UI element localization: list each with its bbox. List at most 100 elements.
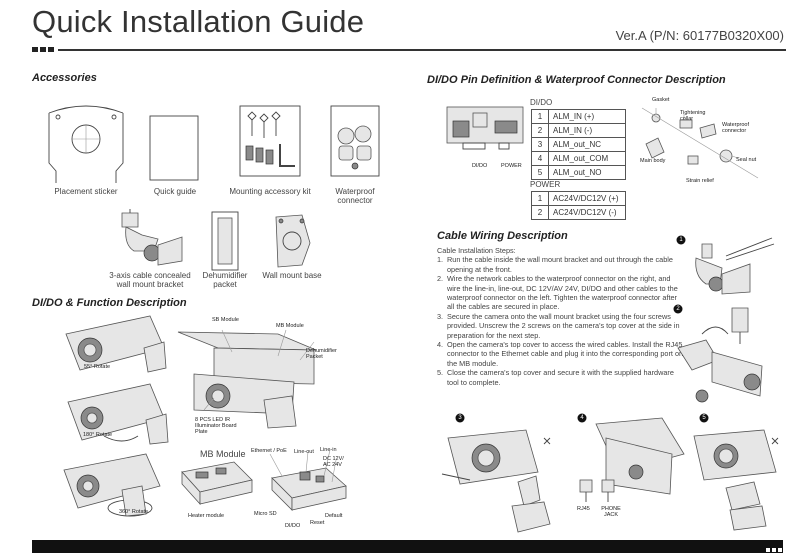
step1-illustration: [676, 235, 775, 295]
heater-module-label: Heater module: [188, 513, 225, 519]
mounting-kit-image: [239, 105, 301, 177]
camera-rotate-360-image: [63, 453, 161, 517]
accessories-title: Accessories: [32, 72, 97, 84]
sb-module-label: SB Module: [212, 317, 239, 323]
strain-relief-label: Strain relief: [686, 178, 714, 184]
step-text: Wire the network cables to the waterproo…: [447, 274, 678, 312]
power-table-header: POWER: [530, 180, 561, 189]
step-number: 3.: [437, 311, 444, 321]
led-ir-label: 8 PCS LED IR Illuminator Board Plate: [195, 417, 237, 435]
gasket-label: Gasket: [652, 97, 670, 103]
step2-illustration: [673, 304, 763, 403]
step5-badge: 5: [702, 415, 706, 421]
quick-guide-caption: Quick guide: [153, 187, 197, 196]
pin-name: AC24V/DC12V (-): [548, 205, 626, 220]
wall-mount-bracket-caption: 3-axis cable concealed wall mount bracke…: [109, 271, 191, 289]
heater-module-image: [181, 461, 253, 506]
reset-label: Reset: [310, 520, 325, 526]
cable-wiring-title: Cable Wiring Description: [437, 230, 568, 242]
pin-name: ALM_out_NC: [548, 137, 626, 152]
step-text: Secure the camera onto the wall mount br…: [447, 311, 680, 340]
pin-name: ALM_out_COM: [548, 151, 626, 166]
mb-module-label: MB Module: [276, 323, 304, 329]
step-number: 1.: [437, 255, 444, 265]
main-body-label: Main body: [640, 158, 666, 164]
step5-illustration: [693, 413, 779, 531]
pin-number: 1: [531, 109, 549, 124]
step1-badge: 1: [679, 237, 683, 243]
mb-module-title: MB Module: [200, 449, 246, 459]
camera-rotate-55-image: [65, 315, 167, 373]
dido-table-header: DI/DO: [530, 98, 553, 107]
step4-illustration: [577, 413, 685, 502]
list-item: 2.Wire the network cables to the waterpr…: [437, 274, 685, 312]
dc12v-label: DC 12V/ AC 24V: [323, 456, 344, 468]
pin-name: AC24V/DC12V (+): [548, 191, 626, 206]
step-number: 5.: [437, 368, 444, 378]
rotate-360-label: 360° Rotate: [119, 509, 149, 515]
camera-rotate-180-image: [67, 383, 169, 445]
rotate-55-label: 55° Rotate: [84, 364, 111, 370]
step2-badge: 2: [676, 306, 680, 312]
list-item: 3.Secure the camera onto the wall mount …: [437, 312, 685, 340]
list-item: 4.Open the camera's top cover to access …: [437, 340, 685, 368]
pin-number: 3: [531, 137, 549, 152]
dido-label: DI/DO: [285, 523, 301, 529]
quick-guide-image: [149, 115, 199, 181]
pin-name: ALM_IN (-): [548, 123, 626, 138]
step-text: Close the camera's top cover and secure …: [447, 368, 674, 387]
pin-number: 2: [531, 123, 549, 138]
waterproof-connector-caption: Waterproof connector: [335, 187, 375, 205]
connector-exploded-image: [641, 107, 759, 179]
waterproof-connector-label: Waterproof connector: [722, 122, 750, 134]
step-text: Run the cable inside the wall mount brac…: [447, 255, 673, 274]
mb-board-image: [269, 449, 347, 511]
default-label: Default: [325, 513, 343, 519]
dehumidifier-packet-image: [211, 211, 239, 271]
cable-steps-intro: Cable Installation Steps:: [437, 246, 516, 255]
list-item: 5.Close the camera's top cover and secur…: [437, 368, 685, 387]
step-number: 4.: [437, 340, 444, 350]
cable-steps: Cable Installation Steps: 1.Run the cabl…: [437, 246, 685, 387]
camera-open-housing-image: [177, 329, 317, 429]
pin-number: 2: [531, 205, 549, 220]
pin-number: 5: [531, 165, 549, 180]
pin-number: 4: [531, 151, 549, 166]
page-title: Quick Installation Guide: [32, 4, 365, 39]
step-number: 2.: [437, 274, 444, 284]
io-board-image: [446, 106, 524, 150]
io-dido-label: DI/DO: [472, 163, 488, 169]
dehumidifier-packet-caption: Dehumidifier packet: [202, 271, 248, 289]
version-label: Ver.A (P/N: 60177B0320X00): [615, 28, 784, 43]
io-power-label: POWER: [501, 163, 522, 169]
dido-pin-title: DI/DO Pin Definition & Waterproof Connec…: [427, 74, 726, 86]
step3-illustration: [441, 413, 551, 533]
seal-nut-label: Seal nut: [736, 157, 757, 163]
mounting-kit-caption: Mounting accessory kit: [229, 187, 311, 196]
ethernet-poe-label: Ethernet / PoE: [251, 448, 287, 454]
wall-mount-base-caption: Wall mount base: [262, 271, 322, 280]
placement-sticker-caption: Placement sticker: [54, 187, 118, 196]
waterproof-connector-image: [330, 105, 380, 177]
wall-mount-bracket-image: [121, 209, 183, 266]
step3-badge: 3: [458, 415, 462, 421]
step4-badge: 4: [580, 415, 584, 421]
placement-sticker-image: [48, 105, 124, 183]
header-squares: [32, 47, 54, 52]
dehumidifier-label: Dehumidifier Packet: [306, 348, 337, 360]
phone-jack-label: PHONE JACK: [601, 506, 621, 518]
tightening-collar-label: Tightening collar: [680, 110, 706, 122]
list-item: 1.Run the cable inside the wall mount br…: [437, 255, 685, 274]
dido-function-title: DI/DO & Function Description: [32, 297, 187, 309]
rj45-label: RJ45: [577, 506, 590, 512]
rotate-180-label: 180° Rotate: [83, 432, 113, 438]
line-in-label: Line-in: [320, 447, 337, 453]
